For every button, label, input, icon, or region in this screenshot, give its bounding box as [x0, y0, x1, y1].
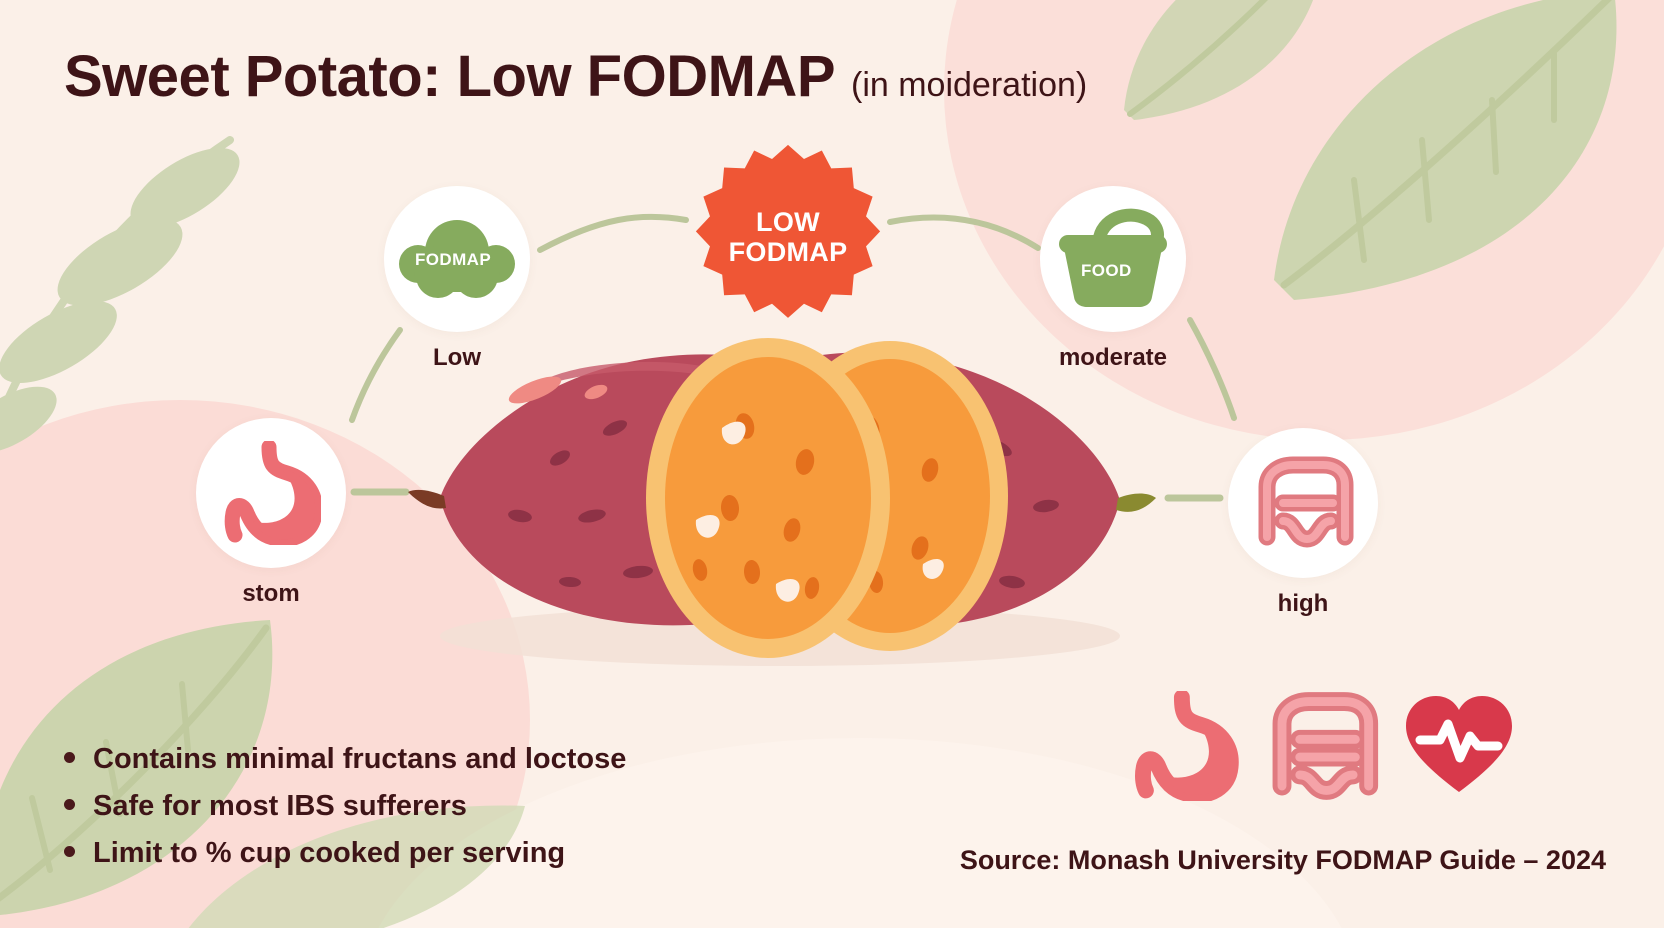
- low-fodmap-badge: LOW FODMAP: [694, 143, 882, 331]
- node-low[interactable]: FODMAP Low: [384, 186, 530, 372]
- node-high-circle: [1228, 428, 1378, 578]
- node-moderate-circle: FOOD: [1040, 186, 1186, 332]
- node-stom-label: stom: [242, 580, 300, 607]
- title-main-text: Sweet Potato: Low FODMAP: [64, 44, 836, 109]
- intestine-icon: [1258, 456, 1354, 548]
- fodmap-blob-icon: FODMAP: [398, 212, 516, 306]
- node-high-label: high: [1277, 590, 1329, 617]
- fodmap-blob-label: FODMAP: [415, 250, 492, 269]
- badge-line-2: FODMAP: [728, 237, 848, 267]
- bullet-text: Limit to % cup cooked per serving: [93, 837, 566, 869]
- node-low-label: Low: [433, 344, 481, 371]
- footer-icon-row: [1128, 690, 1514, 802]
- stomach-icon: [1135, 691, 1239, 801]
- intestine-icon: [1272, 692, 1379, 800]
- bullet-text: Contains minimal fructans and loctose: [93, 743, 627, 775]
- bullet-dot-icon: [64, 799, 75, 810]
- node-high[interactable]: high: [1228, 428, 1378, 618]
- food-basket-icon: FOOD: [1055, 207, 1171, 311]
- list-item: Limit to % cup cooked per serving: [64, 839, 626, 868]
- leaf-bullets-icon: [188, 805, 525, 928]
- heart-pulse-icon: [1406, 696, 1512, 792]
- page-title: Sweet Potato: Low FODMAP (in moideration…: [64, 48, 1087, 106]
- list-item: Contains minimal fructans and loctose: [64, 745, 626, 774]
- bullet-dot-icon: [64, 846, 75, 857]
- title-subtitle-text: (in moideration): [851, 66, 1088, 104]
- node-stom-circle: [196, 418, 346, 568]
- leaf-bottom-left-icon: [0, 620, 273, 915]
- leaf-branch-left-icon: [0, 136, 240, 454]
- node-moderate-label: moderate: [1058, 344, 1168, 371]
- leaf-top-right-icon: [1274, 0, 1617, 300]
- bullet-dot-icon: [64, 752, 75, 763]
- badge-line-1: LOW: [756, 206, 820, 237]
- list-item: Safe for most IBS sufferers: [64, 792, 626, 821]
- starburst-shape: [695, 144, 881, 318]
- food-basket-label: FOOD: [1081, 261, 1132, 280]
- stomach-icon: [224, 441, 321, 545]
- bullet-text: Safe for most IBS sufferers: [93, 790, 467, 822]
- badge-text-group: LOW FODMAP: [694, 143, 882, 331]
- node-stom[interactable]: stom: [196, 418, 346, 608]
- leaf-top-right-small-icon: [1124, 0, 1313, 120]
- node-moderate[interactable]: FOOD moderate: [1040, 186, 1186, 372]
- node-low-circle: FODMAP: [384, 186, 530, 332]
- source-text: Source: Monash University FODMAP Guide –…: [959, 845, 1606, 875]
- bullet-list: Contains minimal fructans and loctose Sa…: [64, 745, 626, 886]
- sweet-potato-illustration: [408, 338, 1156, 666]
